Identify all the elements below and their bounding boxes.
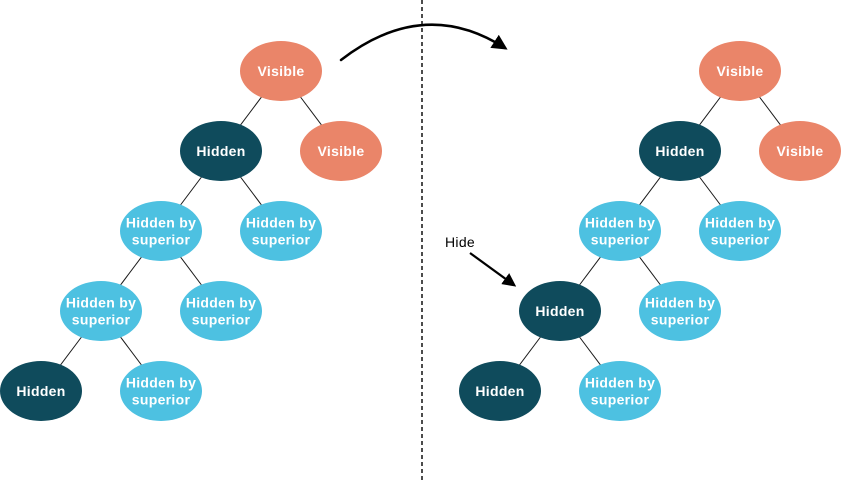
node-ellipse-visible xyxy=(300,121,382,181)
node-ellipse-hidden_by_superior xyxy=(120,361,202,421)
node-ellipse-hidden_by_superior xyxy=(699,201,781,261)
node-ellipse-hidden xyxy=(459,361,541,421)
tree-node-after-root: Visible xyxy=(699,41,781,101)
node-label: Hidden xyxy=(655,143,704,159)
node-ellipse-hidden_by_superior xyxy=(120,201,202,261)
hide-annotation-label: Hide xyxy=(445,234,475,250)
tree-node-before-n1: Hidden xyxy=(180,121,262,181)
node-ellipse-hidden_by_superior xyxy=(240,201,322,261)
node-label: Hidden xyxy=(475,383,524,399)
node-label: Hidden xyxy=(535,303,584,319)
node-label: Visible xyxy=(717,63,764,79)
node-label: Visible xyxy=(777,143,824,159)
node-ellipse-visible xyxy=(699,41,781,101)
node-ellipse-hidden xyxy=(639,121,721,181)
hide-annotation-arrow xyxy=(469,252,517,287)
node-label: Visible xyxy=(258,63,305,79)
tree-node-after-n5: Hidden xyxy=(519,281,601,341)
node-ellipse-visible xyxy=(240,41,322,101)
node-ellipse-hidden xyxy=(180,121,262,181)
node-ellipse-visible xyxy=(759,121,841,181)
node-ellipse-hidden_by_superior xyxy=(639,281,721,341)
transform-arrow xyxy=(339,23,508,62)
tree-node-after-n1: Hidden xyxy=(639,121,721,181)
node-ellipse-hidden_by_superior xyxy=(180,281,262,341)
tree-node-after-n2: Visible xyxy=(759,121,841,181)
node-ellipse-hidden xyxy=(0,361,82,421)
tree-node-before-n7: Hidden xyxy=(0,361,82,421)
node-label: Hidden xyxy=(16,383,65,399)
node-ellipse-hidden_by_superior xyxy=(579,361,661,421)
tree-node-before-root: Visible xyxy=(240,41,322,101)
node-ellipse-hidden_by_superior xyxy=(60,281,142,341)
node-ellipse-hidden_by_superior xyxy=(579,201,661,261)
tree-node-before-n2: Visible xyxy=(300,121,382,181)
tree-node-after-n7: Hidden xyxy=(459,361,541,421)
node-ellipse-hidden xyxy=(519,281,601,341)
node-label: Visible xyxy=(318,143,365,159)
node-label: Hidden xyxy=(196,143,245,159)
